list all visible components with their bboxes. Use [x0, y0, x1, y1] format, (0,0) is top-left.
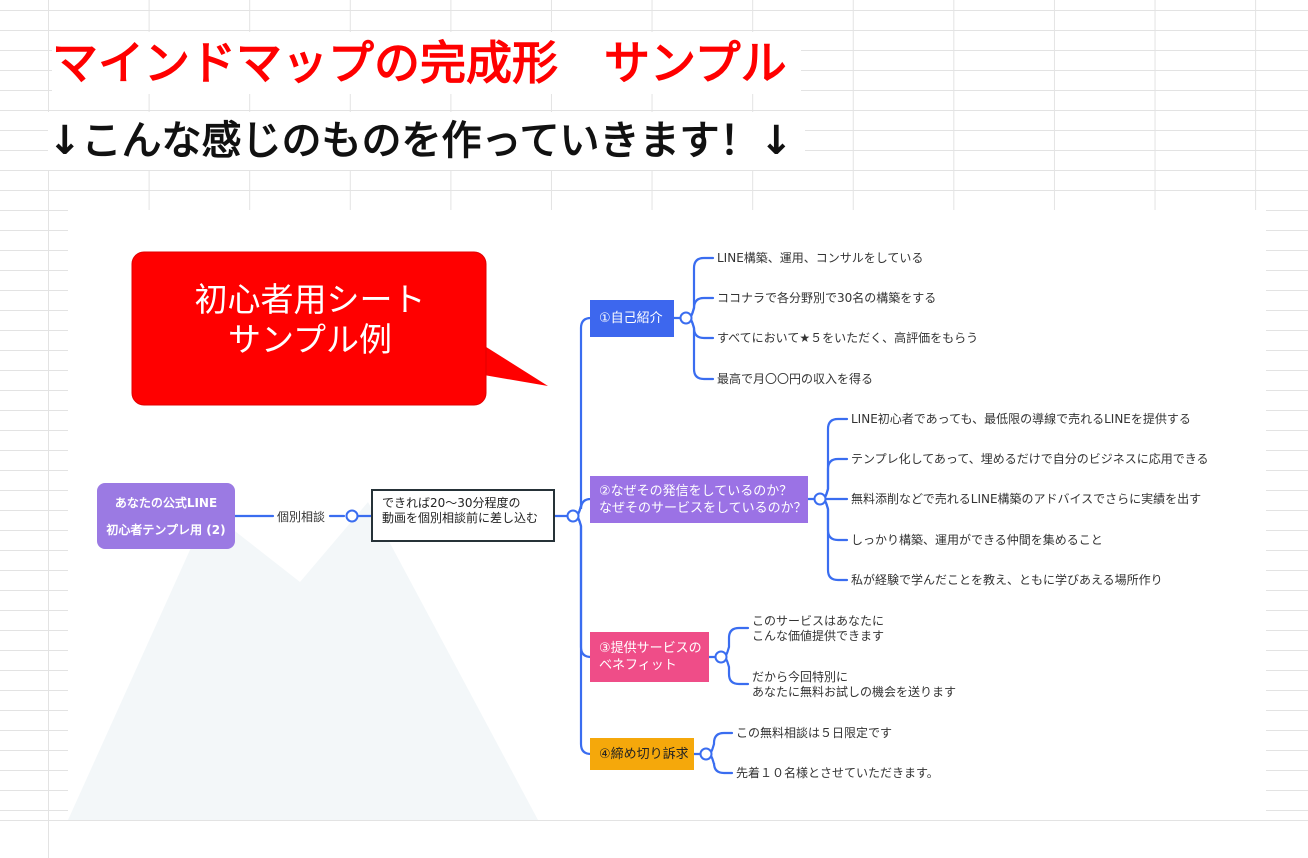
leaf-connector — [818, 497, 849, 542]
spreadsheet-row-area[interactable] — [0, 820, 1308, 858]
category-joint — [699, 747, 713, 761]
category-label: なぜそのサービスをしているのか？ — [599, 500, 807, 516]
leaf-text: しっかり構築、運用ができる仲間を集めること — [851, 533, 1103, 547]
leaf-text: 最高で月〇〇円の収入を得る — [717, 372, 874, 386]
page-title: マインドマップの完成形 サンプル — [52, 32, 801, 94]
category-joint — [679, 311, 693, 325]
category-connector — [571, 514, 592, 756]
leaf-item[interactable]: しっかり構築、運用ができる仲間を集めること — [851, 533, 1103, 548]
leaf-item[interactable]: テンプレ化してあって、埋めるだけで自分のビジネスに応用できる — [851, 452, 1208, 467]
center-node-line-2: 動画を個別相談前に差し込む — [382, 511, 539, 525]
leaf-text: LINE構築、運用、コンサルをしている — [717, 251, 924, 265]
category-label: ②なぜその発信をしているのか？ — [599, 483, 793, 499]
leaf-text: だから今回特別に — [752, 670, 849, 684]
callout-line-1: 初心者用シート — [194, 280, 426, 319]
leaf-text: 先着１０名様とさせていただきます。 — [736, 766, 939, 780]
callout-line-2: サンプル例 — [227, 320, 392, 359]
category-joint — [813, 492, 827, 506]
leaf-item[interactable]: LINE初心者であっても、最低限の導線で売れるLINEを提供する — [851, 412, 1191, 427]
leaf-text: あなたに無料お試しの機会を送ります — [752, 685, 957, 699]
mindmap-image[interactable]: 初心者用シート サンプル例 あなたの公式LINE 初心者テンプレ用 (2) 個別… — [68, 210, 1266, 820]
leaf-text: こんな価値提供できます — [752, 629, 885, 643]
leaf-item[interactable]: 私が経験で学んだことを教え、ともに学びあえる場所作り — [851, 573, 1163, 588]
leaf-item[interactable]: この無料相談は５日限定です — [736, 726, 892, 741]
leaf-text: LINE初心者であっても、最低限の導線で売れるLINEを提供する — [851, 412, 1191, 426]
category-node-benefit[interactable]: ③提供サービスの ベネフィット — [590, 632, 709, 682]
leaf-text: この無料相談は５日限定です — [736, 726, 893, 740]
category-label: ①自己紹介 — [599, 311, 663, 326]
leaf-item[interactable]: LINE構築、運用、コンサルをしている — [717, 251, 923, 266]
center-node-line-1: できれば20～30分程度の — [382, 496, 521, 510]
leaf-text: すべてにおいて★５をいただく、高評価をもらう — [717, 331, 979, 345]
leaf-text: このサービスはあなたに — [752, 614, 885, 628]
leaf-text: ココナラで各分野別で30名の構築をする — [717, 291, 937, 305]
leaf-connector — [684, 316, 715, 381]
root-node-line-1: あなたの公式LINE — [114, 496, 218, 510]
category-joint — [714, 650, 728, 664]
edge-label-consultation: 個別相談 — [277, 510, 326, 524]
leaf-text: テンプレ化してあって、埋めるだけで自分のビジネスに応用できる — [851, 452, 1209, 466]
leaf-item[interactable]: だから今回特別に あなたに無料お試しの機会を送ります — [752, 670, 956, 700]
root-node[interactable]: あなたの公式LINE 初心者テンプレ用 (2) — [97, 483, 235, 549]
page-subtitle: ↓こんな感じのものを作っていきます！↓ — [48, 112, 806, 170]
category-connector — [571, 316, 592, 518]
category-node-deadline[interactable]: ④締め切り訴求 — [590, 738, 694, 770]
mindmap-drawing — [68, 251, 849, 820]
leaf-connector — [684, 256, 715, 320]
leaf-item[interactable]: すべてにおいて★５をいただく、高評価をもらう — [717, 331, 978, 346]
leaf-item[interactable]: ココナラで各分野別で30名の構築をする — [717, 291, 936, 306]
callout-label: 初心者用シート サンプル例 — [134, 280, 486, 360]
center-node[interactable]: できれば20～30分程度の 動画を個別相談前に差し込む — [371, 489, 555, 542]
category-label: ベネフィット — [599, 658, 677, 673]
mountain-watermark — [68, 502, 538, 820]
category-node-why[interactable]: ②なぜその発信をしているのか？ なぜそのサービスをしているのか？ — [590, 476, 808, 523]
leaf-text: 無料添削などで売れるLINE構築のアドバイスでさらに実績を出す — [851, 492, 1202, 506]
category-label: ③提供サービスの — [599, 641, 702, 656]
leaf-item[interactable]: 無料添削などで売れるLINE構築のアドバイスでさらに実績を出す — [851, 492, 1201, 507]
category-label: ④締め切り訴求 — [599, 746, 689, 762]
root-node-line-2: 初心者テンプレ用 (2) — [106, 523, 226, 537]
center-joint — [566, 509, 580, 523]
leaf-item[interactable]: 最高で月〇〇円の収入を得る — [717, 372, 873, 387]
leaf-connector — [818, 457, 849, 501]
leaf-item[interactable]: このサービスはあなたに こんな価値提供できます — [752, 614, 884, 644]
leaf-text: 私が経験で学んだことを教え、ともに学びあえる場所作り — [851, 573, 1163, 587]
category-node-self-intro[interactable]: ①自己紹介 — [590, 300, 674, 337]
column-divider — [48, 821, 49, 858]
leaf-item[interactable]: 先着１０名様とさせていただきます。 — [736, 766, 939, 781]
callout-bubble-shape — [131, 251, 548, 406]
edge-joint — [345, 509, 359, 523]
